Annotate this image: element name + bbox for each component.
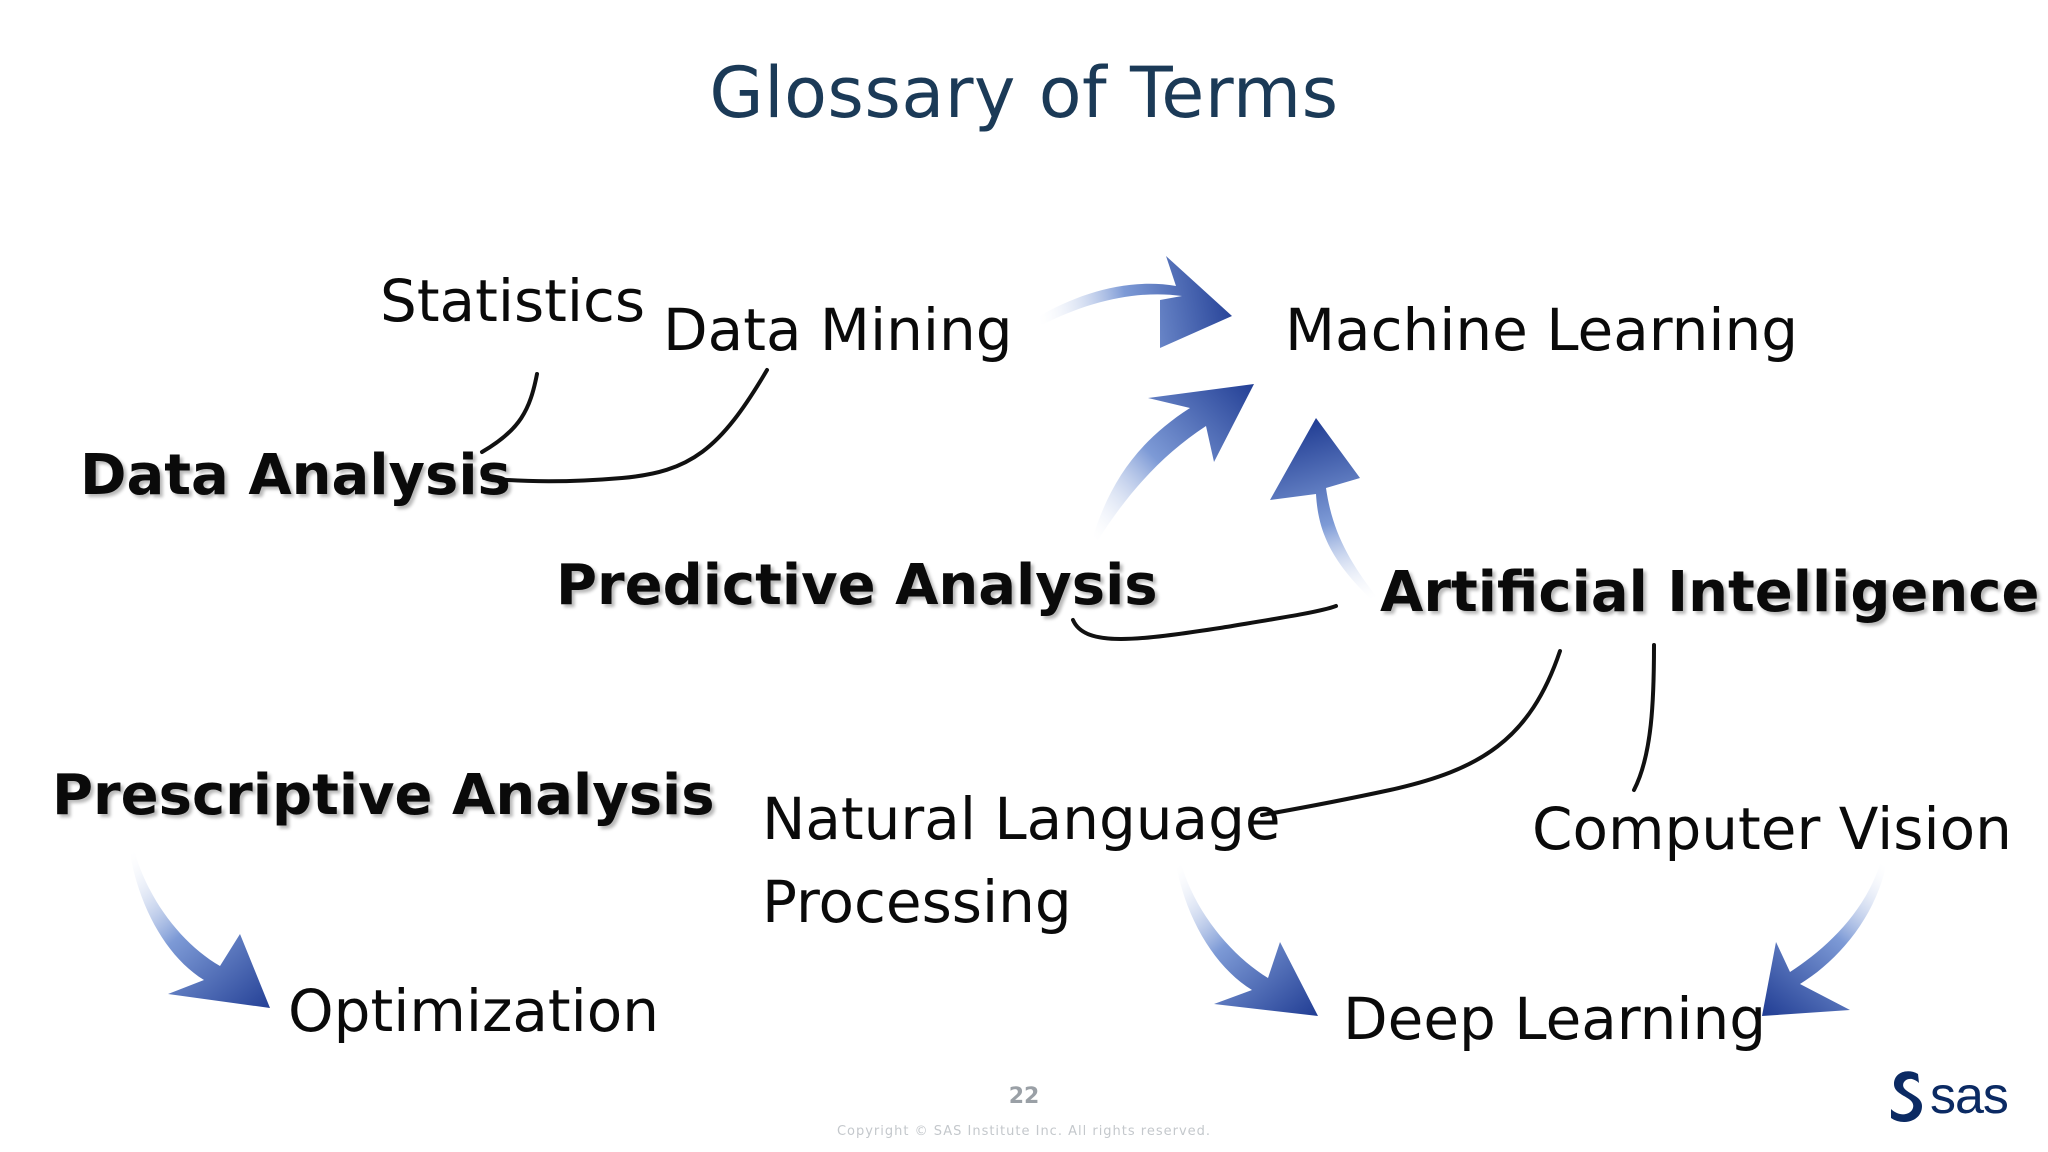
computer-vision-to-deep-learning-arrow — [1762, 864, 1886, 1016]
term-machine-learning: Machine Learning — [1285, 296, 1799, 364]
nlp-to-deep-learning-arrow — [1176, 860, 1318, 1016]
ai-to-ml-arrow — [1270, 418, 1376, 600]
term-optimization: Optimization — [288, 977, 660, 1045]
term-data-analysis: Data Analysis — [80, 443, 511, 508]
term-prescriptive-analysis: Prescriptive Analysis — [52, 763, 715, 828]
nlp-line-2: Processing — [762, 868, 1072, 936]
copyright-notice: Copyright © SAS Institute Inc. All right… — [836, 1124, 1212, 1139]
predictive-ai-connector — [1071, 604, 1338, 641]
slide-title: Glossary of Terms — [709, 52, 1339, 134]
sas-logo-text: sas — [1930, 1067, 2009, 1125]
data-mining-to-ml-arrow — [1036, 256, 1232, 348]
statistics-connector — [480, 372, 539, 454]
prescriptive-to-optimization-arrow — [130, 850, 270, 1008]
ai-computer-vision-connector — [1632, 643, 1656, 792]
page-number: 22 — [1008, 1084, 1040, 1109]
term-computer-vision: Computer Vision — [1532, 795, 2012, 863]
term-predictive-analysis: Predictive Analysis — [556, 553, 1158, 618]
ai-nlp-connector — [1260, 649, 1562, 817]
nlp-line-1: Natural Language — [762, 785, 1281, 853]
term-data-mining: Data Mining — [663, 296, 1013, 364]
data-mining-connector — [482, 368, 769, 484]
sas-logo-mark-icon — [1891, 1071, 1922, 1122]
term-natural-language-processing: Natural Language Processing — [762, 778, 1281, 944]
sas-logo: sas — [1888, 1066, 2009, 1126]
predictive-to-ml-arrow — [1092, 384, 1254, 540]
term-statistics: Statistics — [380, 267, 646, 335]
term-artificial-intelligence: Artificial Intelligence — [1380, 560, 2040, 625]
term-deep-learning: Deep Learning — [1343, 985, 1767, 1053]
